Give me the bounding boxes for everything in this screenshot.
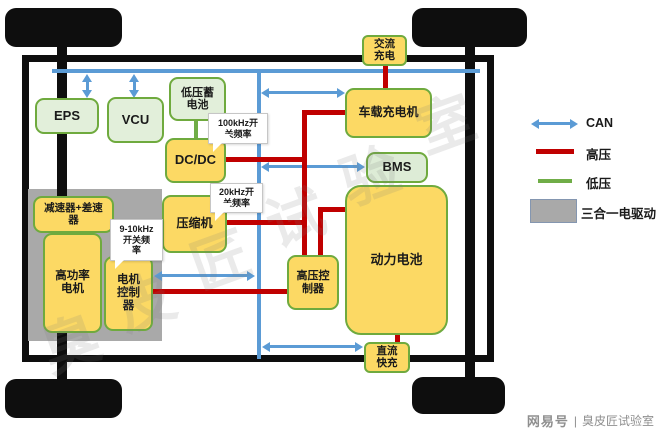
node-obc-label: 车载充电机 [358, 105, 419, 120]
node-bms-label: BMS [382, 159, 412, 175]
legend-three-in-one-swatch-icon [530, 199, 577, 223]
legend-three-in-one-label: 三合一电驱动 [581, 207, 657, 221]
can-arrow-dc-fast-charge [262, 341, 363, 352]
hv-bus-vertical [302, 110, 307, 257]
callout-dcdc-frequency: 100kHz开 关频率 [208, 113, 268, 152]
node-hv-controller-label: 高压控 制器 [296, 270, 330, 295]
hv-line-battery-horizontal [318, 207, 347, 212]
node-compressor-label: 压缩机 [176, 216, 213, 231]
node-reducer: 减速器+差速 器 [33, 196, 114, 233]
hv-line-obc-horizontal [302, 110, 346, 115]
axle-right [465, 40, 475, 380]
node-ac-charge: 交流 充电 [362, 35, 407, 66]
hv-line-dcdc [226, 157, 307, 162]
credit-divider: | [573, 413, 577, 428]
can-arrow-eps [81, 74, 93, 98]
node-motor-label: 高功率 电机 [55, 270, 90, 295]
node-mcu: 电机 控制 器 [104, 256, 153, 331]
callout-mcu-frequency-label: 9-10kHz 开关频 率 [119, 223, 154, 256]
legend-lv-line-icon [538, 179, 572, 183]
hv-line-mcu [152, 289, 289, 294]
node-mcu-label: 电机 控制 器 [117, 274, 140, 312]
can-arrow-vcu [128, 74, 140, 98]
node-eps-label: EPS [53, 107, 80, 123]
legend-can-arrow-icon [531, 118, 578, 129]
wheel-bottom-right-icon [412, 377, 505, 414]
callout-compressor-frequency-label: 20kHz开 关频率 [218, 187, 255, 208]
hv-line-battery-vertical [318, 207, 323, 257]
credit-source-logo: 网易号 [526, 414, 569, 429]
credit-watermark: 网易号 | 臭皮匠试验室 [527, 411, 654, 430]
can-arrow-mcu [154, 270, 255, 281]
hv-line-battery-to-dcfc [395, 333, 400, 343]
node-vcu: VCU [107, 97, 164, 143]
wheel-bottom-left-icon [5, 379, 122, 418]
callout-compressor-frequency: 20kHz开 关频率 [210, 183, 263, 221]
node-reducer-label: 减速器+差速 器 [44, 201, 103, 226]
node-hv-controller: 高压控 制器 [287, 255, 339, 310]
node-obc: 车载充电机 [345, 88, 432, 138]
legend-hv-line-icon [536, 149, 574, 154]
legend-can-label: CAN [586, 116, 614, 130]
node-eps: EPS [35, 98, 99, 134]
callout-dcdc-frequency-label: 100kHz开 关频率 [217, 117, 259, 139]
hv-line-compressor [227, 220, 307, 225]
hv-line-ac-to-obc [383, 63, 388, 90]
legend-lv-label: 低压 [586, 177, 612, 191]
lv-line-battery-to-dcdc [194, 119, 198, 139]
node-power-battery: 动力电池 [345, 185, 448, 335]
credit-author: 臭皮匠试验室 [581, 414, 654, 428]
node-dcdc-label: DC/DC [174, 152, 217, 168]
can-main-bus-horizontal [52, 69, 480, 73]
legend-hv-label: 高压 [586, 148, 612, 162]
node-dc-fast-charge-label: 直流 快充 [376, 344, 398, 369]
node-bms: BMS [366, 152, 428, 183]
node-dc-fast-charge: 直流 快充 [364, 342, 410, 373]
node-lv-battery-label: 低压蓄 电池 [181, 86, 214, 111]
node-ac-charge-label: 交流 充电 [374, 37, 395, 62]
node-vcu-label: VCU [121, 111, 150, 127]
node-power-battery-label: 动力电池 [370, 251, 423, 267]
node-motor: 高功率 电机 [43, 233, 102, 333]
can-arrow-bms [261, 161, 365, 172]
can-bus-vertical [257, 71, 261, 359]
callout-mcu-frequency: 9-10kHz 开关频 率 [110, 219, 163, 269]
can-arrow-obc [261, 87, 345, 98]
